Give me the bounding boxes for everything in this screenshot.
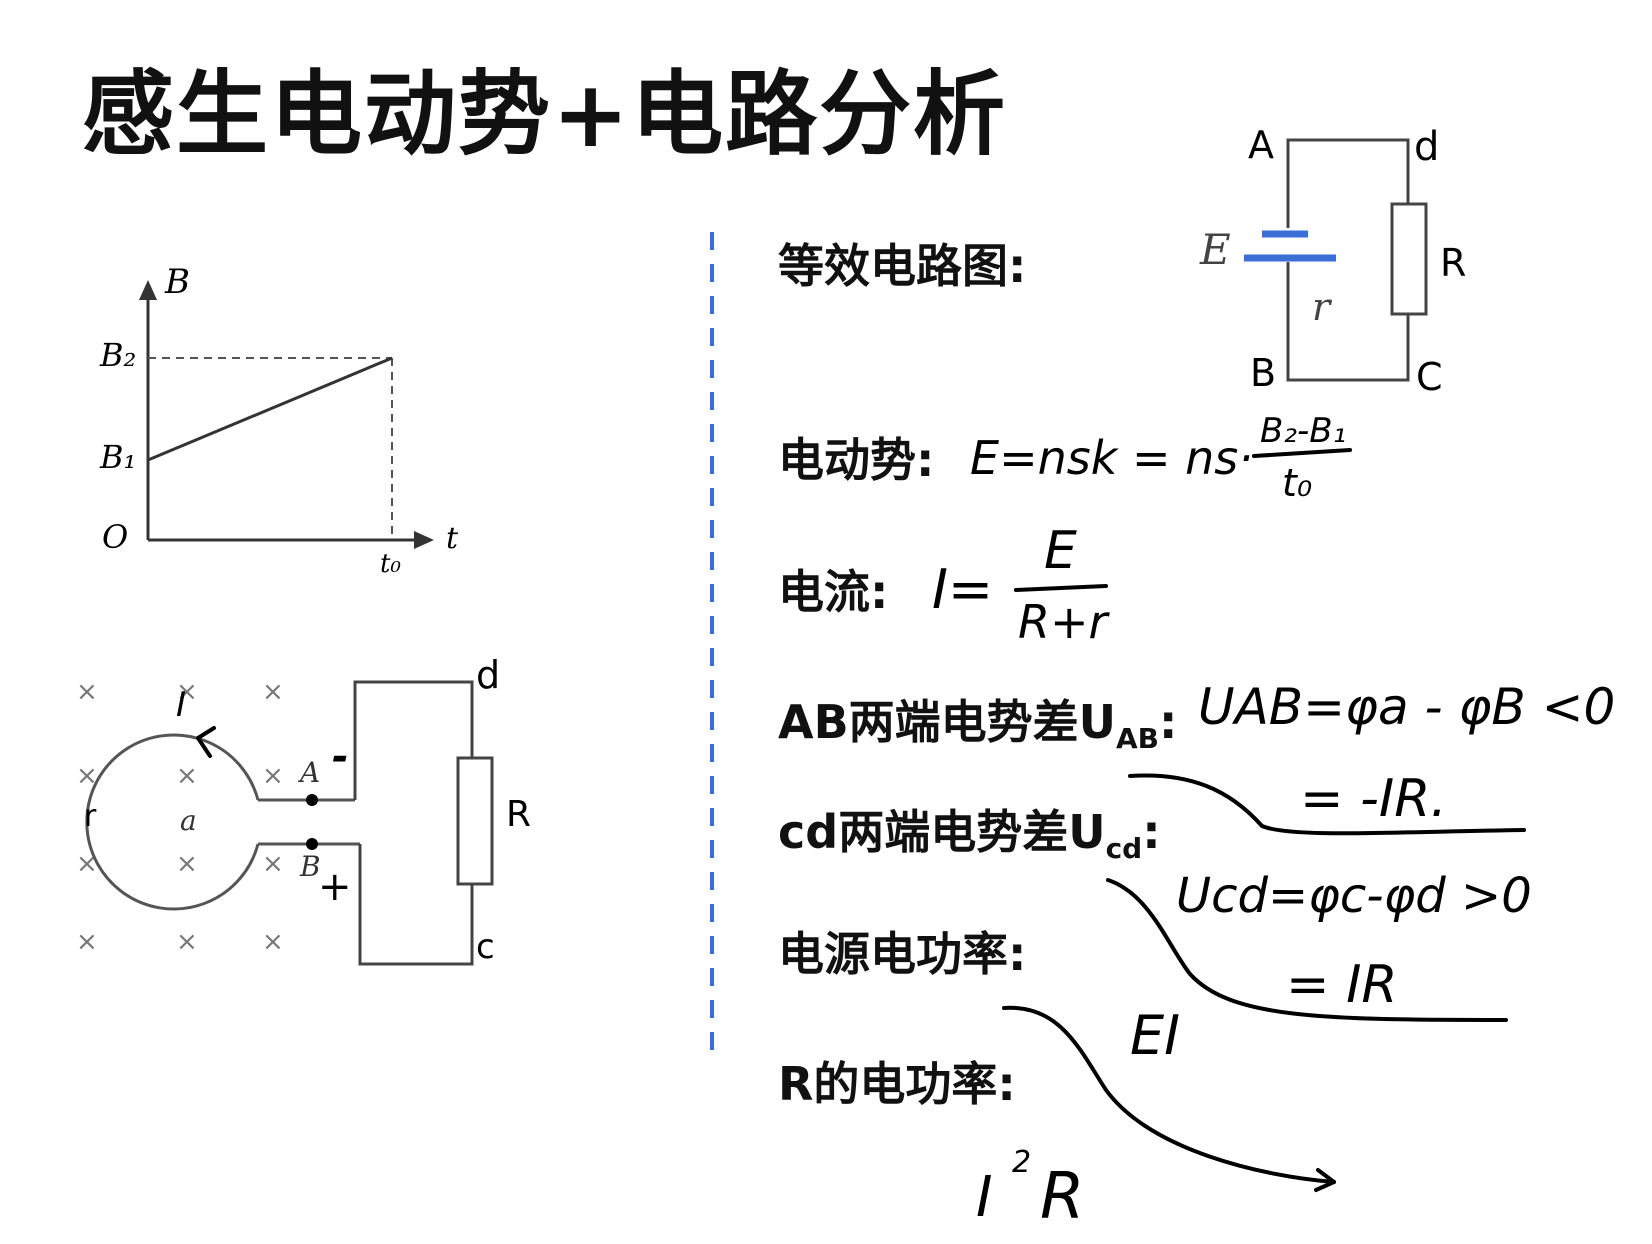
page-title: 感生电动势+电路分析 [82,61,1008,168]
y-tick-b1: B₁ [99,438,136,476]
loop-label-a: a [180,804,197,837]
eq-node-d: d [1414,124,1439,170]
ans-ucd: Ucd=φc-φd >0 [1176,868,1532,924]
ans-uab-2: = -IR. [1300,769,1447,829]
wire-top [353,680,474,800]
q-uab-sub: AB [1116,722,1160,755]
ans-emf: E=nsk = ns· [970,431,1253,485]
field-cross: × [176,677,198,707]
ans-uab-swoosh [1128,773,1526,836]
ans-current-num: E [1044,521,1077,581]
q-uab: AB两端电势差UAB: [778,686,1177,755]
ans-ucd-swoosh [1106,878,1508,1022]
ans-ucd-2: = IR [1286,955,1398,1015]
ans-emf-fraction-bar [1252,448,1352,458]
y-tick-b2: B₂ [99,336,136,374]
plus-mark: + [318,864,352,910]
node-c-label: c [476,927,495,967]
eq-wire-top [1286,138,1410,228]
q-r-power: R的电功率: [778,1057,1016,1111]
field-cross: × [76,927,98,957]
field-cross: × [262,677,284,707]
eq-resistor [1390,202,1428,316]
node-d-label: d [476,653,500,697]
eq-emf-label: E [1199,225,1231,274]
minus-mark: - [332,734,349,780]
field-cross: × [176,849,198,879]
field-crosses: × × × × × × × × × × × × [76,677,284,957]
field-cross: × [262,761,284,791]
ans-r-power-arrow-icon [1314,1168,1336,1192]
ans-current-fraction-bar [1014,584,1108,592]
eq-resistor-label: R [1440,241,1466,285]
q-ucd: cd两端电势差Ucd: [778,796,1161,865]
eq-wire-bottom [1286,262,1410,382]
terminal-b-dot [306,838,318,850]
eq-internal-r: r [1312,285,1333,329]
eq-node-c: C [1416,355,1443,399]
field-cross: × [76,677,98,707]
coil-loop [85,733,260,911]
q-ucd-sub: cd [1105,832,1143,865]
field-cross: × [176,761,198,791]
ans-emf-den: t₀ [1282,461,1312,505]
field-cross: × [262,849,284,879]
q-uab-colon: : [1159,695,1178,749]
loop-resistor-label: R [506,794,531,835]
ans-r-power-swoosh [1002,1005,1336,1184]
ans-source-power: EI [1130,1004,1180,1067]
q-source-power: 电源电功率: [778,927,1027,981]
terminal-b-label: B [299,850,321,883]
y-axis-arrow-icon [139,280,157,300]
eq-node-a: A [1248,123,1274,167]
q-ucd-colon: : [1142,805,1161,859]
x-tick-t0: t₀ [380,549,401,579]
eq-node-b: B [1250,351,1276,395]
y-axis-label: B [164,262,190,302]
ans-r-power-base: I [976,1165,993,1230]
q-ucd-text: cd两端电势差U [778,805,1106,859]
current-arrow-icon [196,726,216,758]
b-line [147,356,393,462]
loop-resistor [456,756,494,886]
wire-bottom [358,844,474,966]
ans-emf-num: B₂-B₁ [1260,411,1346,451]
ans-current-den: R+r [1018,595,1111,649]
current-note: I [176,685,186,725]
q-equivalent-circuit: 等效电路图: [778,239,1027,293]
field-cross: × [76,761,98,791]
ans-r-power-tail: R [1040,1160,1084,1234]
loop-label-r: r [84,799,97,834]
q-current: 电流: [778,565,889,619]
q-emf: 电动势: [778,433,935,487]
ans-r-power-exp: 2 [1012,1145,1031,1180]
ans-current-lhs: I= [932,558,993,621]
field-cross: × [262,927,284,957]
field-cross: × [176,927,198,957]
terminal-a-label: A [297,756,320,789]
ans-uab: UAB=φa - φB <0 [1198,678,1615,736]
q-uab-text: AB两端电势差U [778,695,1117,749]
graph-axes [146,292,418,542]
origin-label: O [102,518,128,556]
x-axis-arrow-icon [414,531,434,549]
terminal-a-dot [306,794,318,806]
x-axis-label: t [446,521,459,556]
